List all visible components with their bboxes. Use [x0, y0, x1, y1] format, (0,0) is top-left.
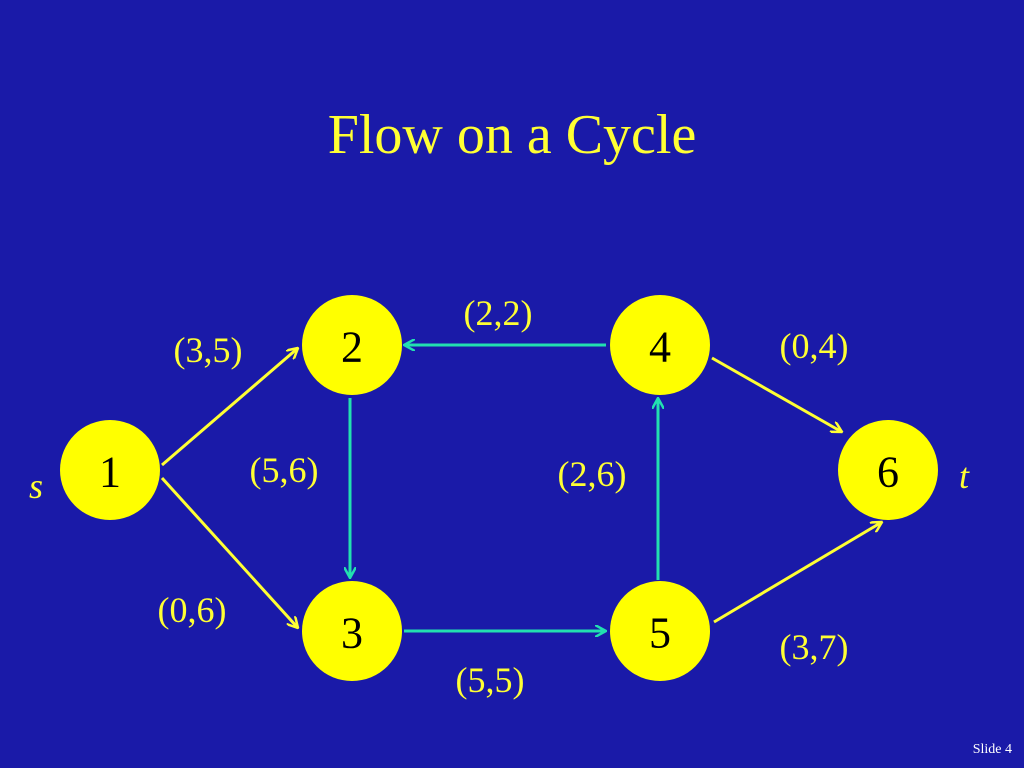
edge-5-4-label: (2,6): [558, 454, 627, 494]
node-3: 3: [302, 581, 402, 681]
node-1-label: 1: [99, 448, 121, 497]
sink-label: t: [959, 456, 970, 496]
node-2: 2: [302, 295, 402, 395]
node-4-label: 4: [649, 323, 671, 372]
node-4: 4: [610, 295, 710, 395]
edge-4-2-label: (2,2): [464, 293, 533, 333]
node-1: 1: [60, 420, 160, 520]
edge-3-5-label: (5,5): [456, 660, 525, 700]
node-2-label: 2: [341, 323, 363, 372]
node-5-label: 5: [649, 609, 671, 658]
edge-1-2-label: (3,5): [174, 330, 243, 370]
slide-title: Flow on a Cycle: [327, 104, 697, 166]
edge-1-2: [161, 348, 298, 467]
edge-1-3: [160, 476, 298, 628]
edge-2-3-label: (5,6): [250, 450, 319, 490]
edge-4-6: [711, 356, 842, 434]
edge-4-6-label: (0,4): [780, 326, 849, 366]
node-6-label: 6: [877, 448, 899, 497]
source-label: s: [29, 466, 43, 506]
node-3-label: 3: [341, 609, 363, 658]
edge-1-3-label: (0,6): [158, 590, 227, 630]
edge-5-6: [713, 522, 882, 624]
edge-5-6-label: (3,7): [780, 627, 849, 667]
node-6: 6: [838, 420, 938, 520]
slide-number: Slide 4: [972, 742, 1012, 757]
node-5: 5: [610, 581, 710, 681]
